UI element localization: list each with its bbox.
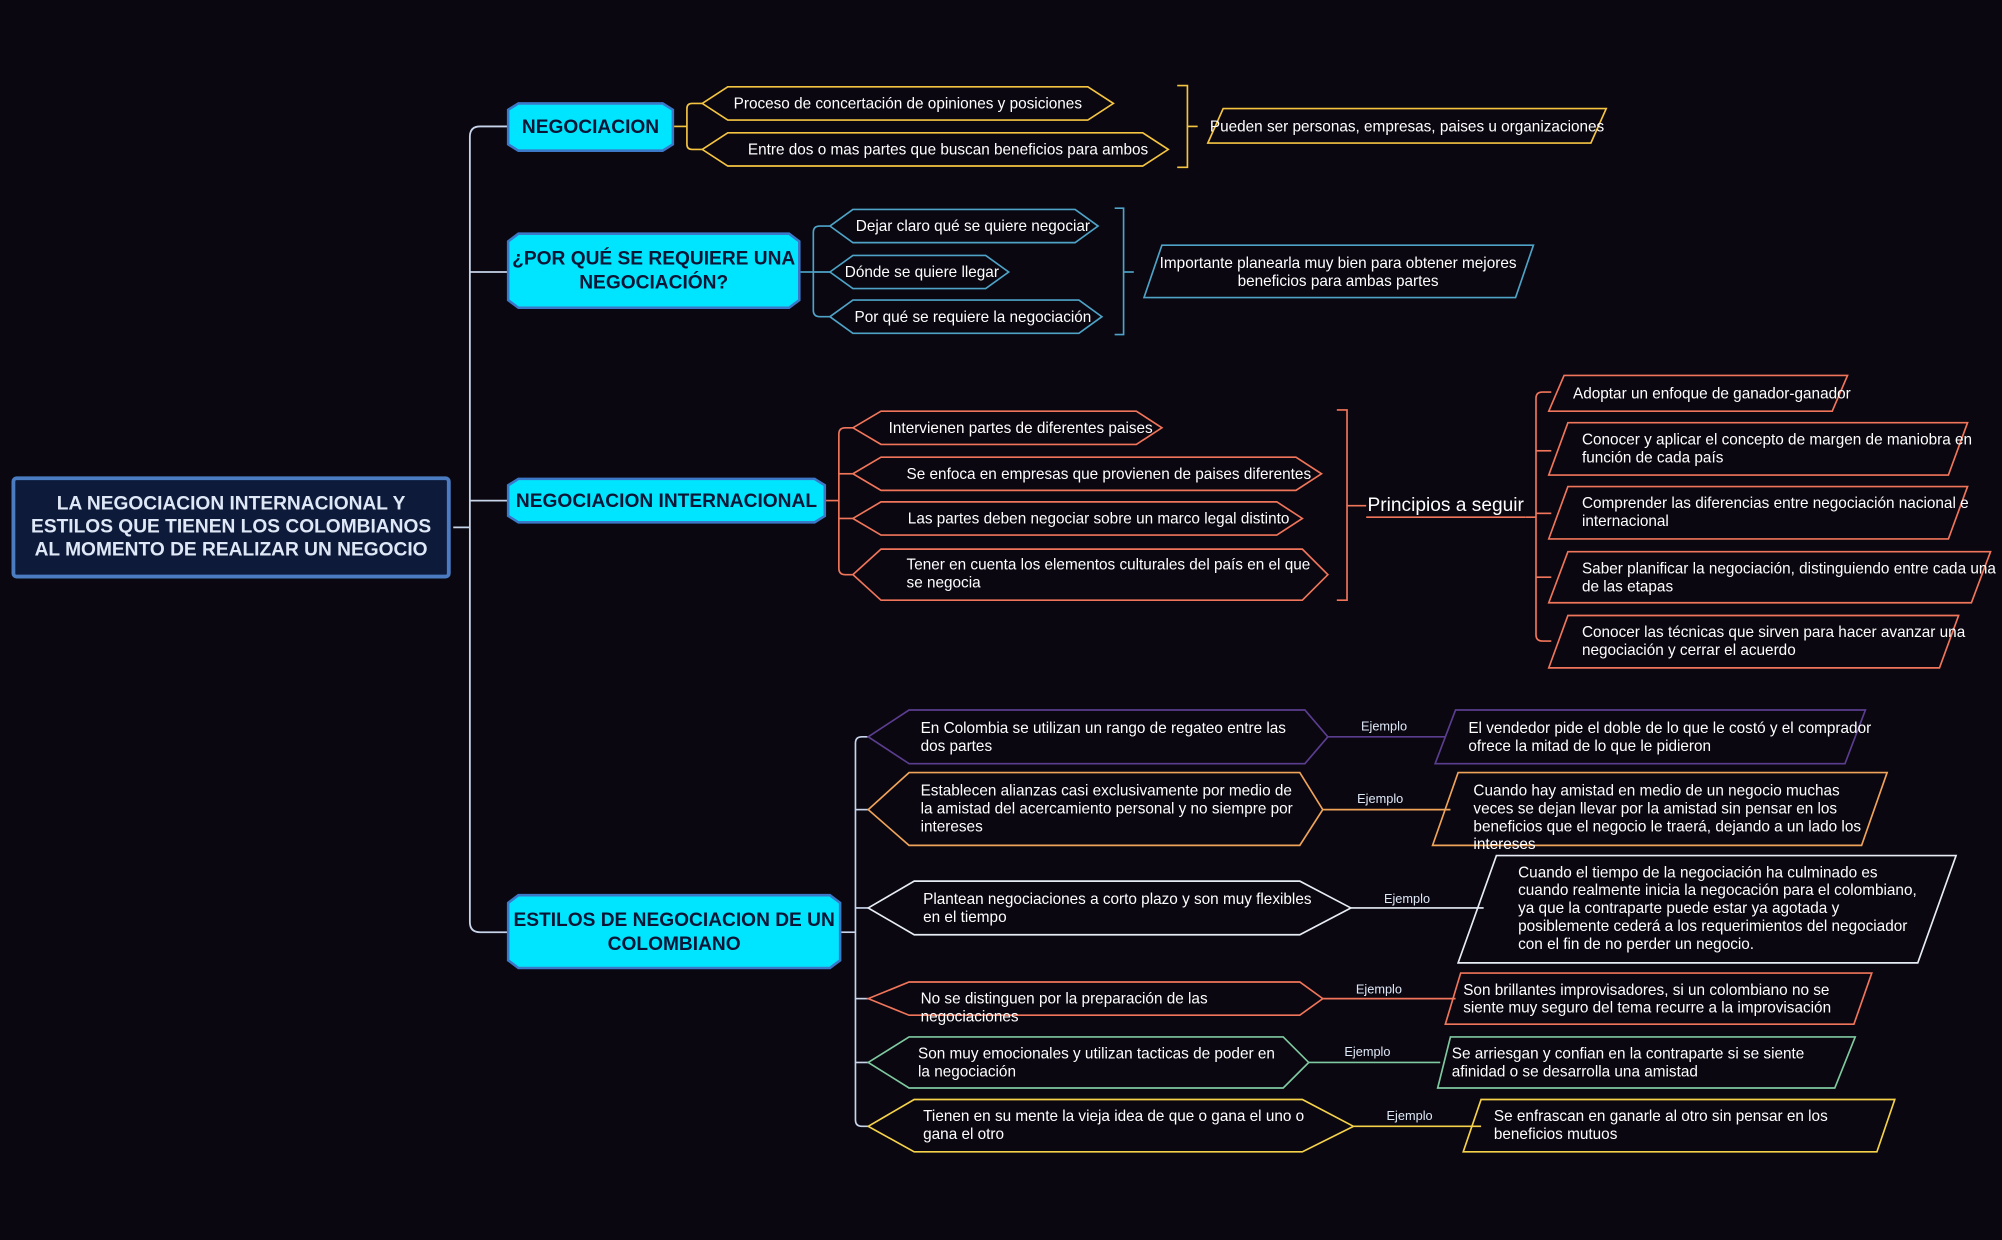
b4-example-1[interactable]: El vendedor pide el doble de lo que le c… [1468, 718, 1872, 755]
topic-estilos-line1: ESTILOS DE NEGOCIACION DE UN [513, 908, 835, 931]
b3-item-1-label: Intervienen partes de diferentes paises [888, 418, 1153, 437]
b3-item-4-line2: se negocia [906, 573, 981, 592]
main-topic-shapes [506, 102, 842, 970]
b3-lines [826, 374, 1992, 669]
b4-item-4[interactable]: No se distinguen por la preparación de l… [920, 989, 1208, 1026]
b2-item-2[interactable]: Dónde se quiere llegar [843, 255, 1001, 288]
b1-lines [674, 84, 1608, 169]
b3-item-2-label: Se enfoca en empresas que provienen de p… [906, 464, 1312, 483]
topic-por-que-line1: ¿POR QUÉ SE REQUIERE UNA [512, 247, 796, 270]
b3-item-2[interactable]: Se enfoca en empresas que provienen de p… [907, 457, 1316, 490]
topic-negociacion[interactable]: NEGOCIACION [508, 103, 673, 150]
b4-example-2[interactable]: Cuando hay amistad en medio de un negoci… [1473, 781, 1862, 854]
principle-3[interactable]: Comprender las diferencias entre negocia… [1582, 494, 1969, 530]
b3-item-4[interactable]: Tener en cuenta los elementos culturales… [907, 555, 1316, 591]
principle-4-line2: de las etapas [1581, 577, 1674, 596]
b2-item-1[interactable]: Dejar claro qué se quiere negociar [848, 209, 1098, 242]
principle-3-line1: Comprender las diferencias entre negocia… [1581, 494, 1969, 513]
b2-item-2-label: Dónde se quiere llegar [844, 263, 999, 281]
b4-item-2[interactable]: Establecen alianzas casi exclusivamente … [920, 781, 1293, 836]
trunk-lines [453, 125, 509, 934]
ejemplo-label-1: Ejemplo [1360, 720, 1408, 735]
principle-5-line1: Conocer las técnicas que sirven para hac… [1581, 623, 1966, 642]
b1-item-2[interactable]: Entre dos o mas partes que buscan benefi… [728, 133, 1168, 166]
principios-label[interactable]: Principios a seguir [1367, 494, 1524, 516]
b1-summary-label: Pueden ser personas, empresas, paises u … [1209, 116, 1605, 135]
b3-item-3[interactable]: Las partes deben negociar sobre un marco… [908, 502, 1291, 535]
b1-item-2-label: Entre dos o mas partes que buscan benefi… [747, 140, 1149, 159]
principle-5-line2: negociación y cerrar el acuerdo [1581, 641, 1796, 659]
ejemplo-label-2: Ejemplo [1357, 793, 1404, 808]
b2-summary[interactable]: Importante planearla muy bien para obten… [1157, 245, 1520, 297]
ejemplo-label-5: Ejemplo [1344, 1045, 1391, 1060]
topic-negociacion-label: NEGOCIACION [521, 116, 660, 138]
b4-example-3[interactable]: Cuando el tiempo de la negociación ha cu… [1518, 863, 1917, 953]
principle-4-line1: Saber planificar la negociación, disting… [1581, 559, 1996, 578]
b4-example-5[interactable]: Se arriesgan y confian en la contraparte… [1451, 1044, 1805, 1081]
b3-item-3-label: Las partes deben negociar sobre un marco… [907, 509, 1290, 528]
b2-item-3[interactable]: Por qué se requiere la negociación [848, 300, 1098, 333]
central-topic-line3: AL MOMENTO DE REALIZAR UN NEGOCIO [34, 538, 428, 561]
b1-item-1-label: Proceso de concertación de opiniones y p… [733, 94, 1082, 113]
principle-3-line2: internacional [1581, 512, 1669, 530]
b2-lines [800, 207, 1535, 336]
topic-negociacion-internacional-label: NEGOCIACION INTERNACIONAL [515, 489, 818, 512]
principle-5[interactable]: Conocer las técnicas que sirven para hac… [1582, 623, 1965, 659]
topic-negociacion-internacional[interactable]: NEGOCIACION INTERNACIONAL [508, 479, 825, 522]
central-topic[interactable]: LA NEGOCIACION INTERNACIONAL Y ESTILOS Q… [11, 476, 451, 579]
b4-item-1[interactable]: En Colombia se utilizan un rango de rega… [920, 718, 1286, 755]
b2-summary-line1: Importante planearla muy bien para obten… [1159, 253, 1517, 272]
b1-item-1[interactable]: Proceso de concertación de opiniones y p… [728, 87, 1088, 120]
b4-example-4[interactable]: Son brillantes improvisadores, si un col… [1463, 980, 1832, 1017]
b2-summary-line2: beneficios para ambas partes [1237, 271, 1439, 290]
b3-item-4-line1: Tener en cuenta los elementos culturales… [906, 555, 1311, 574]
b2-item-3-label: Por qué se requiere la negociación [854, 307, 1092, 326]
b4-item-6[interactable]: Tienen en su mente la vieja idea de que … [923, 1107, 1305, 1143]
ejemplo-label-4: Ejemplo [1355, 983, 1403, 998]
ejemplo-label-3: Ejemplo [1383, 892, 1431, 907]
b4-item-3[interactable]: Plantean negociaciones a corto plazo y s… [923, 890, 1312, 926]
b4-item-5[interactable]: Son muy emocionales y utilizan tacticas … [918, 1044, 1275, 1081]
principle-4[interactable]: Saber planificar la negociación, disting… [1582, 559, 1996, 595]
b1-summary[interactable]: Pueden ser personas, empresas, paises u … [1209, 109, 1605, 143]
ejemplo-label-6: Ejemplo [1386, 1109, 1433, 1124]
principle-2-line2: función de cada país [1581, 448, 1724, 467]
principle-2[interactable]: Conocer y aplicar el concepto de margen … [1582, 430, 1972, 466]
b4-rows [866, 709, 1958, 1153]
topic-por-que-line2: NEGOCIACIÓN? [579, 272, 729, 294]
principle-1-line1: Adoptar un enfoque de ganador-ganador [1573, 384, 1851, 403]
b4-example-6[interactable]: Se enfrascan en ganarle al otro sin pens… [1493, 1107, 1828, 1143]
principle-2-line1: Conocer y aplicar el concepto de margen … [1581, 430, 1973, 449]
b2-item-1-label: Dejar claro qué se quiere negociar [855, 217, 1091, 235]
central-topic-line2: ESTILOS QUE TIENEN LOS COLOMBIANOS [31, 515, 432, 538]
b4-spine [841, 735, 869, 1128]
central-topic-line1: LA NEGOCIACION INTERNACIONAL Y [56, 492, 406, 515]
principle-1[interactable]: Adoptar un enfoque de ganador-ganador [1573, 384, 1851, 402]
topic-estilos-line2: COLOMBIANO [607, 932, 741, 955]
b3-item-1[interactable]: Intervienen partes de diferentes paises [889, 411, 1157, 444]
